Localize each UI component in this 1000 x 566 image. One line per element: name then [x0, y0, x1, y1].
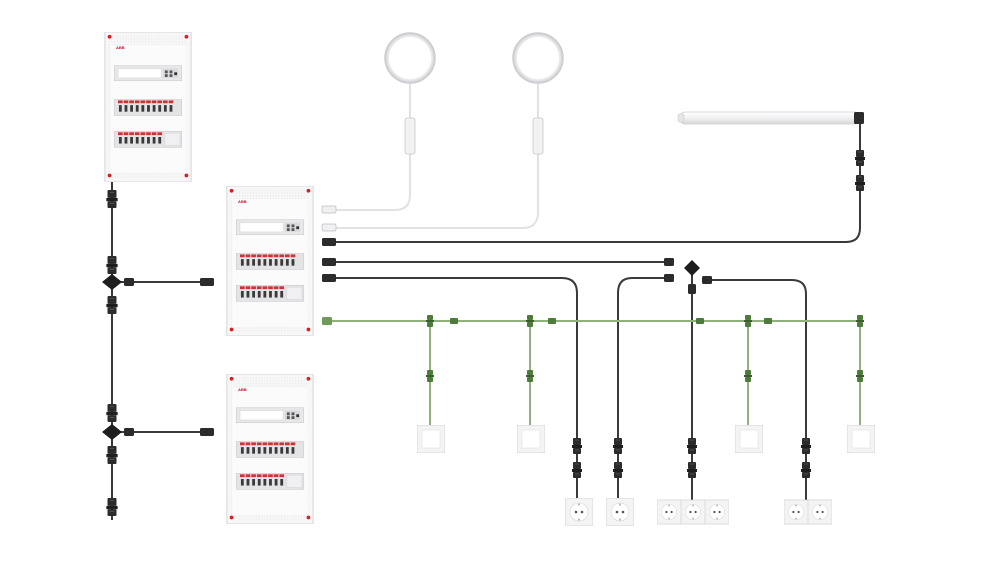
socket-1[interactable]	[565, 498, 593, 526]
plug-light-2[interactable]	[321, 223, 337, 232]
socket-2[interactable]	[606, 498, 634, 526]
switch-bus-inline-3[interactable]	[696, 318, 704, 324]
light-switch-1[interactable]	[417, 425, 445, 453]
plug-power-1[interactable]	[322, 258, 336, 266]
socket-connector-4a[interactable]	[800, 438, 812, 454]
socket-3a[interactable]	[657, 499, 681, 525]
plug-light-1[interactable]	[321, 205, 337, 214]
socket-connector-3b[interactable]	[686, 462, 698, 478]
junction-plug-3[interactable]	[702, 276, 712, 284]
socket-connector-3a[interactable]	[686, 438, 698, 454]
socket-connector-4b[interactable]	[800, 462, 812, 478]
socket-4a[interactable]	[784, 499, 808, 525]
board-2-output-plugs	[321, 205, 337, 325]
downlight-2[interactable]	[512, 32, 564, 84]
board-1-brand: ABB	[116, 45, 125, 50]
switch-cables	[325, 320, 862, 428]
light-switch-2[interactable]	[517, 425, 545, 453]
socket-connector-2a[interactable]	[612, 438, 624, 454]
switch-bus-inline-2[interactable]	[548, 318, 556, 324]
socket-4b[interactable]	[808, 499, 832, 525]
distribution-board-3[interactable]: ABB	[226, 374, 314, 524]
switch-bus-inline-1[interactable]	[450, 318, 458, 324]
switch-bus-connectors	[426, 315, 864, 382]
downlight-1-cable	[325, 82, 411, 211]
board-2-brand: ABB	[238, 199, 247, 204]
distribution-board-2[interactable]: ABB	[226, 186, 314, 336]
light-switch-3[interactable]	[735, 425, 763, 453]
led-tube-cable	[325, 118, 861, 243]
junction-plug-1[interactable]	[664, 258, 674, 266]
power-junctions	[664, 258, 712, 294]
switch-drop-connector-4[interactable]	[856, 370, 864, 382]
switch-bus-plug-2[interactable]	[526, 315, 534, 327]
feeder-connector-1[interactable]	[106, 190, 118, 208]
plug-led[interactable]	[322, 238, 336, 246]
socket-3c[interactable]	[705, 499, 729, 525]
feeder-connector-5[interactable]	[106, 446, 118, 464]
switch-bus-inline-4[interactable]	[764, 318, 772, 324]
feeder-connectors	[102, 190, 214, 516]
switch-bus-plug-4[interactable]	[856, 315, 864, 327]
distribution-board-1[interactable]: ABB	[104, 32, 192, 182]
socket-connector-1b[interactable]	[571, 462, 583, 478]
downlight-1-connector[interactable]	[404, 117, 416, 155]
feeder-branch-plug-2[interactable]	[200, 428, 214, 436]
led-tube-connector-2[interactable]	[855, 175, 865, 191]
socket-branch-4	[712, 279, 807, 440]
socket-3b[interactable]	[681, 499, 705, 525]
switch-bus-plug-3[interactable]	[744, 315, 752, 327]
led-tube-light[interactable]	[677, 111, 864, 125]
switch-bus-plug-1[interactable]	[426, 315, 434, 327]
junction-plug-4[interactable]	[688, 284, 696, 294]
socket-double	[784, 499, 832, 525]
feeder-branch-plug-1b[interactable]	[124, 278, 134, 286]
feeder-splitter-1[interactable]	[102, 274, 122, 290]
junction-plug-2[interactable]	[664, 274, 674, 282]
socket-connector-2b[interactable]	[612, 462, 624, 478]
feeder-connector-3[interactable]	[106, 296, 118, 314]
switch-drop-connector-1[interactable]	[426, 370, 434, 382]
junction-splitter-1[interactable]	[684, 260, 700, 276]
downlight-2-connector[interactable]	[532, 117, 544, 155]
socket-branch-2	[617, 277, 672, 440]
downlight-1[interactable]	[384, 32, 436, 84]
led-tube-connector-1[interactable]	[855, 150, 865, 166]
board-3-brand: ABB	[238, 387, 247, 392]
downlight-2-cable	[325, 82, 539, 229]
light-switch-4[interactable]	[847, 425, 875, 453]
plug-switch[interactable]	[322, 317, 332, 325]
socket-connector-1a[interactable]	[571, 438, 583, 454]
feeder-splitter-2[interactable]	[102, 424, 122, 440]
feeder-connector-4[interactable]	[106, 404, 118, 422]
feeder-connector-6[interactable]	[106, 498, 118, 516]
switch-drop-connector-2[interactable]	[526, 370, 534, 382]
feeder-connector-2[interactable]	[106, 256, 118, 274]
feeder-branch-plug-2b[interactable]	[124, 428, 134, 436]
feeder-branch-plug-1[interactable]	[200, 278, 214, 286]
plug-power-2[interactable]	[322, 274, 336, 282]
light-cables	[325, 82, 539, 229]
socket-circuit-cable	[325, 277, 578, 440]
socket-triple	[657, 499, 729, 525]
switch-drop-connector-3[interactable]	[744, 370, 752, 382]
